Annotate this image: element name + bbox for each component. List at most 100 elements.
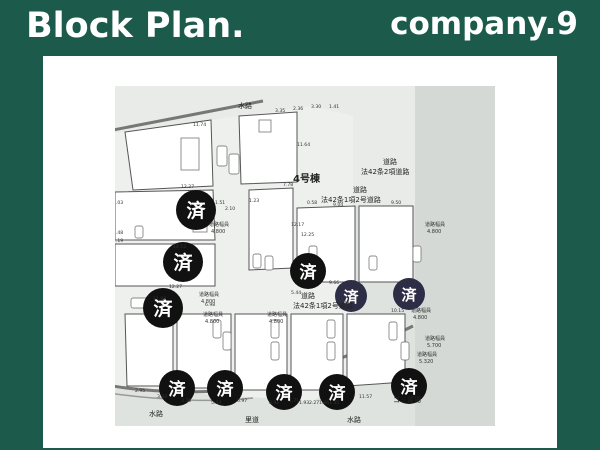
sold-badge-7: 済 <box>393 278 425 310</box>
road-label-suiro-bottom-right: 水路 <box>347 415 361 424</box>
lot-1 <box>124 119 214 191</box>
dimension-label: 1.03 <box>115 200 123 206</box>
road-label-42-1-top-sub: 法42条1項2号道路 <box>321 195 381 204</box>
dimension-label: 5.34 <box>211 400 221 406</box>
svg-text:済: 済 <box>153 297 173 320</box>
dimension-label: 3.34 <box>157 394 167 400</box>
road-label-satomichi: 里道 <box>245 415 259 424</box>
sold-badge-1: 済 <box>176 190 216 230</box>
road-label-42-2-sub: 法42条2項道路 <box>361 167 409 176</box>
svg-text:済: 済 <box>169 379 187 400</box>
dimension-label: 1.35 <box>329 400 339 406</box>
dimension-label: 11.74 <box>193 122 206 128</box>
svg-text:済: 済 <box>300 262 318 283</box>
dimension-label: 1.48 <box>115 230 123 236</box>
dimension-label: 9.04 <box>339 300 349 306</box>
svg-text:済: 済 <box>217 379 235 400</box>
svg-text:4.800: 4.800 <box>211 229 225 235</box>
sold-badge-11: 済 <box>319 374 355 410</box>
dimension-label: 2.27 <box>309 400 319 406</box>
dimension-label: 2.95 <box>135 388 145 394</box>
dimension-label: 9.50 <box>391 200 401 206</box>
dimension-label: 11.92 <box>153 296 166 302</box>
dimension-label: 1.41 <box>329 104 339 110</box>
sold-badge-9: 済 <box>207 370 243 406</box>
road-width-label-7: 道路幅員 <box>425 335 445 342</box>
dimension-label: 6.97 <box>237 398 247 404</box>
dimension-label: 9.04 <box>333 202 343 208</box>
dimension-label: 12.25 <box>301 232 314 238</box>
dimension-label: 1.51 <box>215 200 225 206</box>
svg-text:済: 済 <box>329 383 347 404</box>
svg-text:4.800: 4.800 <box>413 315 427 321</box>
road-width-label-5: 道路幅員 <box>425 221 445 228</box>
road-label-suiro-top: 水路 <box>238 101 252 110</box>
road-label-gomi: ゴミ置場 <box>393 395 421 404</box>
road-label-42-1-mid: 道路 <box>301 291 315 300</box>
dimension-label: 2.10 <box>225 206 235 212</box>
dimension-label: 14.53 <box>173 244 186 250</box>
svg-text:済: 済 <box>401 286 417 304</box>
svg-text:済: 済 <box>401 377 419 398</box>
road-width-label-2: 道路幅員 <box>199 291 219 298</box>
dimension-label: 8.23 <box>399 280 409 286</box>
svg-text:4.800: 4.800 <box>427 229 441 235</box>
road-width-label-4: 道路幅員 <box>267 311 287 318</box>
road-label-42-1-top: 道路 <box>353 185 367 194</box>
dimension-label: 6.98 <box>205 302 215 308</box>
svg-text:5.320: 5.320 <box>419 359 433 365</box>
company-name: company.9 <box>390 6 578 42</box>
road-width-label-6: 道路幅員 <box>411 307 431 314</box>
road-label-42-1-mid-sub: 法42条1項2号道路 <box>293 301 353 310</box>
road-width-label-1: 道路幅員 <box>209 221 229 228</box>
sold-badge-6: 済 <box>335 280 367 312</box>
dimension-label: 3.30 <box>311 104 321 110</box>
svg-text:済: 済 <box>276 383 294 404</box>
svg-text:4.800: 4.800 <box>201 299 215 305</box>
dimension-label: 1.19 <box>115 238 123 244</box>
dimension-label: 12.17 <box>291 222 304 228</box>
svg-text:済: 済 <box>173 251 193 274</box>
svg-text:4.800: 4.800 <box>269 319 283 325</box>
sold-badge-5: 済 <box>290 253 326 289</box>
block-plan-image: N <box>115 86 495 426</box>
dimension-label: 1.93 <box>299 400 309 406</box>
page-title: Block Plan. <box>26 6 245 46</box>
dimension-label: 1.23 <box>249 198 259 204</box>
dimension-label: 1.71 <box>289 398 299 404</box>
dimension-label: 9.66 <box>329 280 339 286</box>
lot-7 <box>358 205 414 283</box>
road-label-42-2: 道路 <box>383 157 397 166</box>
plan-panel: N <box>43 56 557 448</box>
dimension-label: 11.57 <box>359 394 372 400</box>
road-width-label-8: 道路幅員 <box>417 351 437 358</box>
dimension-labels: 11.74 3.35 2.36 3.30 1.41 12.27 7.78 11.64 1.03 1… <box>115 104 409 406</box>
car-icons <box>130 145 422 361</box>
svg-text:5.700: 5.700 <box>427 343 441 349</box>
dimension-label: 3.36 <box>181 398 191 404</box>
dimension-label: 12.27 <box>169 284 182 290</box>
sold-badge-12: 済 <box>391 368 427 404</box>
road-label-suiro-bottom-left: 水路 <box>149 409 163 418</box>
dimension-label: 7.78 <box>283 182 293 188</box>
dimension-label: 3.35 <box>275 108 285 114</box>
svg-text:済: 済 <box>343 288 359 306</box>
building-4-label: 4号棟 <box>293 172 321 185</box>
header-bar: Block Plan. company.9 <box>0 0 600 52</box>
dimension-label: 10.15 <box>391 308 404 314</box>
dimension-label: 5.44 <box>291 290 301 296</box>
svg-text:4.800: 4.800 <box>205 319 219 325</box>
dimension-label: 0.58 <box>307 200 317 206</box>
lot-4 <box>238 111 298 185</box>
sold-badge-8: 済 <box>159 370 195 406</box>
svg-text:済: 済 <box>186 199 206 222</box>
dimension-label: 11.64 <box>297 142 310 148</box>
dimension-label: 12.27 <box>181 184 194 190</box>
water-channel-top <box>115 99 264 132</box>
sold-badge-10: 済 <box>266 374 302 410</box>
dimension-label: 8.91 <box>269 400 279 406</box>
sold-badge-3: 済 <box>143 288 183 328</box>
sold-badge-2: 済 <box>163 242 203 282</box>
dimension-label: 2.36 <box>293 106 303 112</box>
road-width-label-3: 道路幅員 <box>203 311 223 318</box>
